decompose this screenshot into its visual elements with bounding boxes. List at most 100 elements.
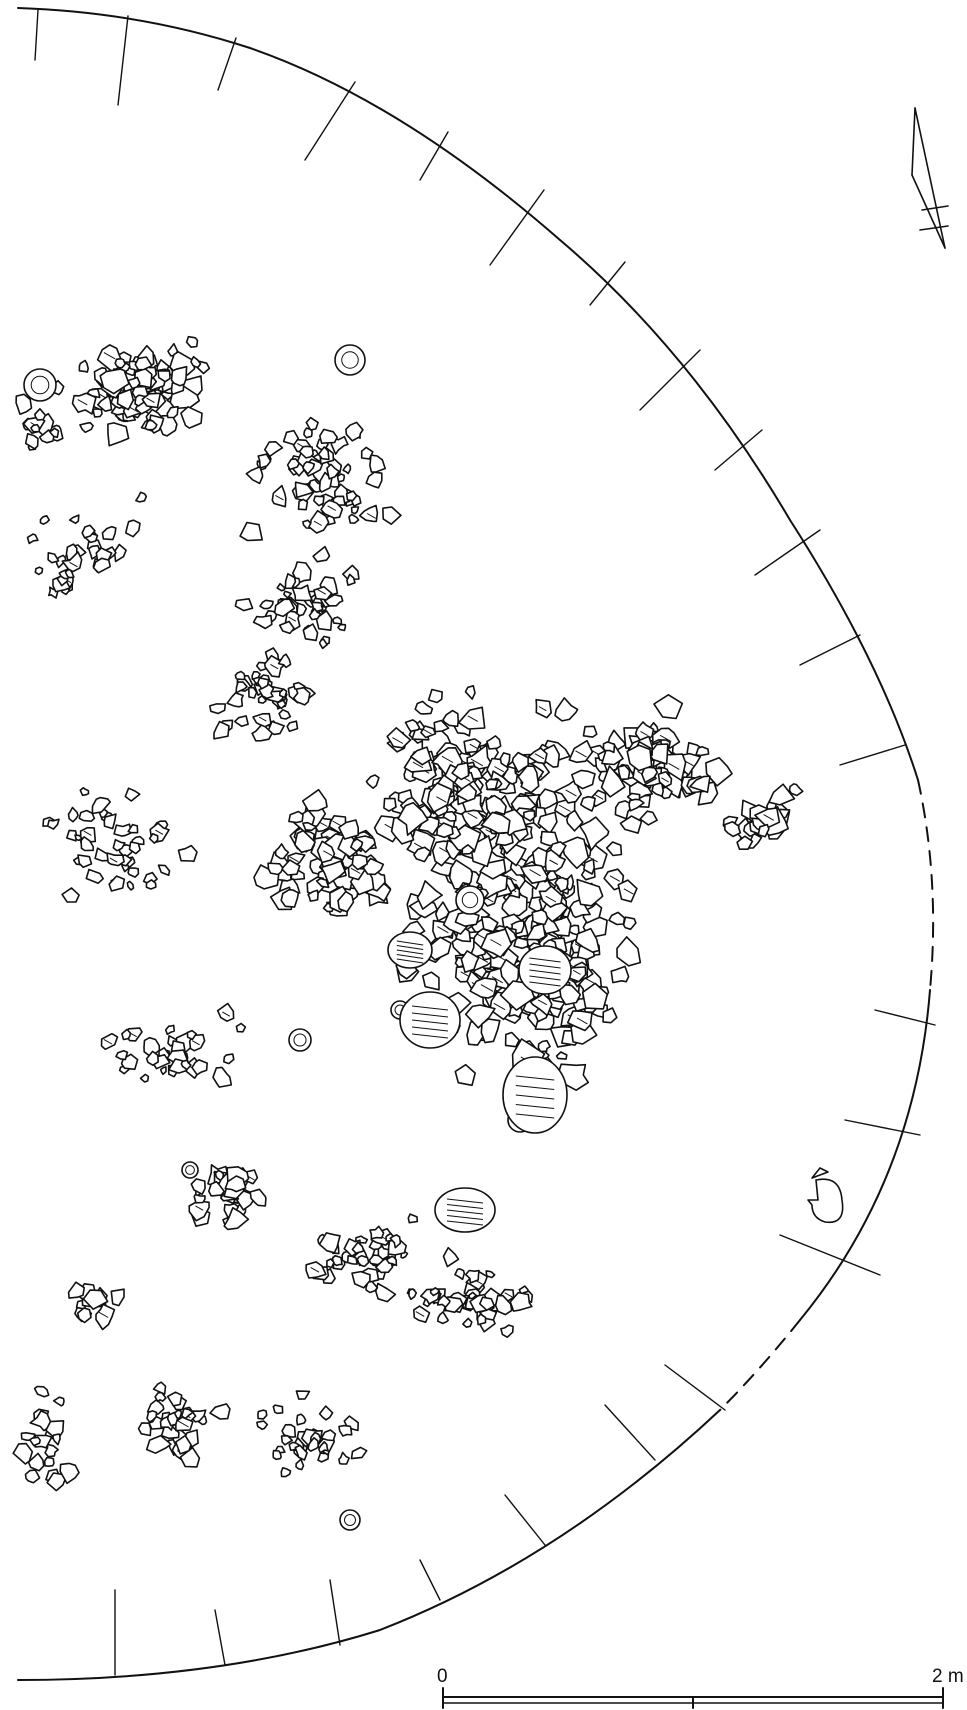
sherd (382, 506, 402, 526)
sherd-detail (549, 859, 558, 865)
sherd (337, 623, 347, 632)
sherd (294, 829, 316, 854)
sherd (91, 796, 111, 815)
sherd (538, 885, 564, 908)
hachures (34, 9, 936, 1676)
sherd-detail (493, 1002, 506, 1011)
sherd (331, 1254, 343, 1267)
sherd (485, 778, 499, 791)
sherd (320, 499, 344, 519)
sherd-detail (763, 814, 775, 821)
sherd (653, 693, 684, 720)
sherd (351, 1270, 371, 1289)
sherd-detail (317, 589, 327, 595)
sherd (478, 1296, 496, 1311)
sherd (12, 1442, 34, 1465)
sherd (64, 568, 75, 579)
sherd (267, 720, 285, 736)
hachure-tick (664, 1364, 726, 1411)
hachure-tick (714, 429, 763, 471)
sherd (257, 1409, 268, 1420)
sherd (124, 787, 141, 802)
sherd-detail (83, 830, 92, 836)
sherd (101, 525, 117, 541)
sherd (126, 880, 135, 891)
sherd (517, 765, 540, 794)
sherd (454, 1268, 466, 1281)
sherd (263, 440, 284, 458)
sherd (180, 1059, 192, 1071)
sherd-detail (313, 520, 322, 526)
sherd (409, 746, 432, 766)
sherd (486, 735, 502, 750)
sherd-detail (412, 761, 424, 769)
hachure-tick (34, 9, 39, 61)
sherd (383, 797, 397, 812)
sherd-detail (441, 755, 454, 763)
sherd-detail (392, 737, 404, 744)
sherd (374, 1282, 397, 1303)
sherd (235, 681, 248, 694)
sherd (570, 769, 596, 790)
sherd (462, 1317, 473, 1328)
sherd (626, 744, 653, 772)
sherd-detail (109, 857, 118, 863)
vessel-hatching (515, 1085, 555, 1090)
sherd (318, 428, 339, 445)
sherd-detail (289, 856, 299, 863)
sherd (166, 1411, 179, 1427)
sherd-detail (195, 1205, 204, 1211)
sherd (350, 506, 360, 515)
sherd (291, 584, 313, 602)
sherd (413, 846, 432, 863)
sherd (531, 909, 549, 926)
vessel-rim (339, 1509, 361, 1531)
sherd (600, 765, 626, 798)
vessel-rim (30, 375, 50, 395)
sherd (326, 463, 340, 480)
sherd (302, 623, 319, 642)
sherd (583, 858, 596, 875)
sherd (356, 1254, 370, 1268)
scale-end-label: 2 m (932, 1666, 964, 1687)
sherd (298, 445, 315, 459)
sherd (280, 1467, 292, 1478)
sherd (92, 557, 111, 574)
sherd (235, 1022, 247, 1033)
sherd (77, 854, 93, 869)
sherd (157, 370, 171, 383)
sherd (251, 724, 273, 742)
sherd (461, 843, 475, 855)
sherd (520, 864, 549, 885)
sherd (67, 806, 79, 823)
sherd (127, 376, 141, 390)
sherd (320, 860, 346, 885)
sherd-detail (323, 850, 333, 857)
hachure-tick (117, 15, 129, 106)
sherd (167, 342, 179, 357)
sherd (209, 703, 227, 715)
sherd (272, 1449, 283, 1461)
north-arrow-icon (911, 107, 949, 249)
sherd (79, 786, 90, 797)
sherd (436, 1311, 450, 1325)
sherd-detail (469, 743, 478, 749)
sherd (338, 1451, 350, 1465)
sherd (602, 741, 616, 754)
sherd (166, 405, 179, 419)
sherd (59, 1462, 80, 1485)
sherd-detail (270, 663, 279, 670)
sherd (190, 1178, 206, 1195)
sherd-detail (545, 895, 557, 903)
pit-outline-lower-dashed (719, 1319, 801, 1411)
hachure-tick (799, 634, 861, 666)
sherd (223, 1207, 250, 1231)
sherd (302, 821, 318, 832)
sherd (286, 720, 299, 733)
sherd (47, 551, 60, 564)
hachure-tick (844, 1119, 921, 1136)
sherd (234, 715, 249, 728)
vessel-hatching (446, 1198, 484, 1204)
sherd (51, 1433, 61, 1446)
vessel-rim (334, 344, 366, 376)
